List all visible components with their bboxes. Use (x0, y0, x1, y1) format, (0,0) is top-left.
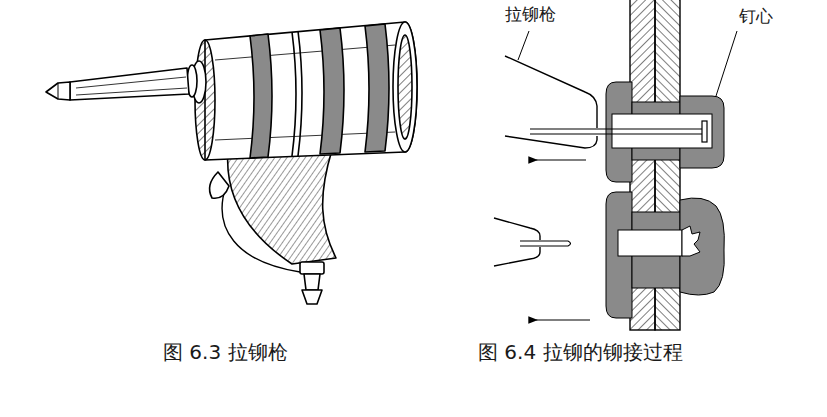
gun-nozzle (494, 247, 540, 266)
gun-barrel (76, 88, 187, 95)
leader-line (518, 31, 529, 60)
part-label: 钉心 (739, 6, 773, 26)
air-fitting (302, 290, 322, 304)
gun-barrel (70, 68, 189, 100)
mandrel-stub (520, 241, 571, 246)
gun-trigger (210, 172, 229, 198)
part-label: 拉铆枪 (505, 4, 556, 24)
rivet-gun (46, 22, 417, 304)
rivet-bore (612, 114, 712, 148)
pull-arrow (536, 159, 586, 160)
gun-handle (228, 150, 336, 264)
gun-band (298, 31, 302, 156)
figure-caption: 图 6.4 拉铆的铆接过程 (478, 340, 683, 364)
broken-mandrel (682, 226, 700, 256)
pull-arrow (536, 319, 590, 320)
gun-nozzle (58, 83, 59, 99)
air-fitting (304, 274, 320, 290)
air-fitting (300, 262, 324, 274)
gun-nozzle (494, 218, 540, 240)
gun-end-cap (393, 22, 417, 152)
figure-caption: 图 6.3 拉铆枪 (163, 340, 288, 364)
gun-nozzle (46, 82, 70, 100)
mandrel (530, 128, 704, 129)
gun-barrel (76, 77, 186, 88)
mandrel-head (702, 121, 707, 142)
riveted-plates (630, 0, 680, 330)
mandrel (530, 133, 704, 134)
rivet-after (606, 192, 724, 318)
leader-line (716, 31, 737, 96)
gun-end-cap (398, 35, 412, 139)
rivet-before (530, 82, 724, 182)
gun-band (320, 28, 344, 154)
gun-nozzle (505, 56, 597, 128)
rivet-bore (618, 230, 682, 256)
gun-nozzle-top (505, 56, 597, 148)
gun-band (365, 24, 389, 152)
gun-band (250, 34, 272, 158)
gun-band (292, 32, 296, 156)
gun-nozzle (505, 136, 597, 148)
rivet-bulge (680, 198, 724, 295)
gun-body (205, 22, 417, 160)
